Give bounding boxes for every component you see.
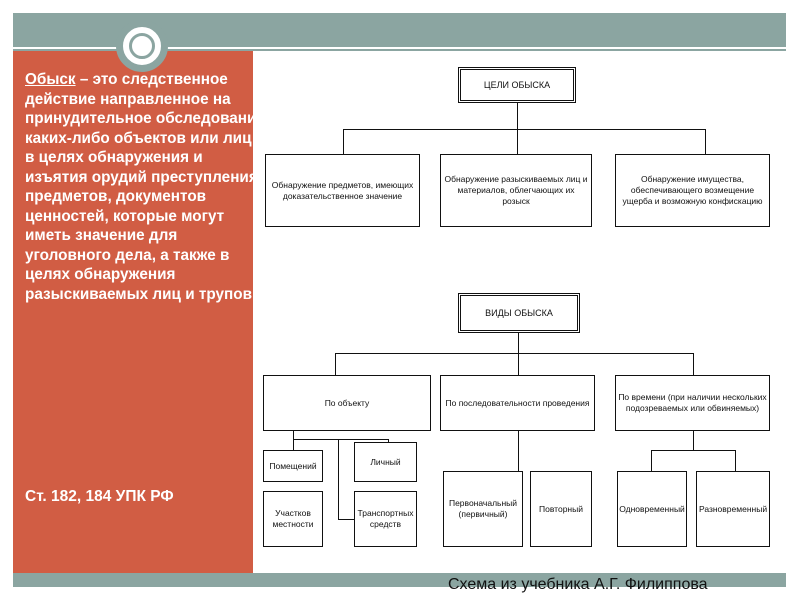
- goal-box-1: Обнаружение предметов, имеющих доказател…: [265, 154, 420, 227]
- type-by-time: По времени (при наличии нескольких подоз…: [615, 375, 770, 431]
- connector: [651, 450, 735, 451]
- definition-panel: [13, 51, 253, 573]
- definition-term: Обыск: [25, 71, 76, 88]
- connector: [735, 450, 736, 471]
- by-time-separate: Разновременный: [696, 471, 770, 547]
- search-diagram: ЦЕЛИ ОБЫСКА Обнаружение предметов, имеющ…: [255, 55, 775, 555]
- goals-title-box: ЦЕЛИ ОБЫСКА: [458, 67, 576, 103]
- connector: [517, 103, 518, 129]
- definition-text: Обыск – это следственное действие направ…: [25, 70, 265, 304]
- connector: [705, 129, 706, 154]
- connector: [335, 353, 693, 354]
- circle-ornament-icon: [116, 20, 168, 72]
- connector: [293, 439, 388, 440]
- by-object-vehicles: Транспортных средств: [354, 491, 417, 547]
- connector: [335, 353, 336, 375]
- definition-body: – это следственное действие направленное…: [25, 71, 265, 303]
- top-divider: [13, 47, 786, 49]
- by-object-terrain: Участков местности: [263, 491, 323, 547]
- connector: [293, 431, 294, 439]
- by-time-simultaneous: Одновременный: [617, 471, 687, 547]
- source-caption: Схема из учебника А.Г. Филиппова: [448, 576, 708, 593]
- goal-box-2: Обнаружение разыскиваемых лиц и материал…: [440, 154, 592, 227]
- connector: [517, 129, 518, 154]
- connector: [693, 431, 694, 450]
- type-by-sequence: По последовательности проведения: [440, 375, 595, 431]
- connector: [518, 431, 519, 471]
- connector: [338, 439, 339, 519]
- by-sequence-repeat: Повторный: [530, 471, 592, 547]
- connector: [343, 129, 344, 154]
- connector: [338, 519, 354, 520]
- law-reference: Ст. 182, 184 УПК РФ: [25, 488, 174, 505]
- by-sequence-initial: Первоначальный (первичный): [443, 471, 523, 547]
- connector: [518, 333, 519, 353]
- goal-box-3: Обнаружение имущества, обеспечивающего в…: [615, 154, 770, 227]
- connector: [693, 353, 694, 375]
- connector: [518, 353, 519, 375]
- circle-ornament-inner: [129, 33, 155, 59]
- by-object-premises: Помещений: [263, 450, 323, 482]
- types-title-box: ВИДЫ ОБЫСКА: [458, 293, 580, 333]
- connector: [651, 450, 652, 471]
- connector: [343, 129, 705, 130]
- slide-frame: [13, 13, 786, 587]
- by-object-personal: Личный: [354, 442, 417, 482]
- connector: [293, 439, 294, 450]
- type-by-object: По объекту: [263, 375, 431, 431]
